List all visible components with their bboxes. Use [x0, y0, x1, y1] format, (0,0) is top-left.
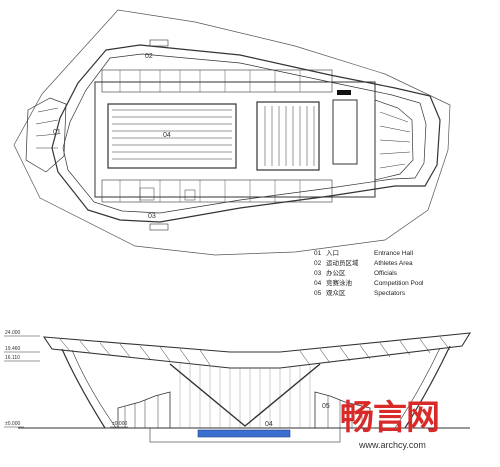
building-outline — [51, 44, 441, 223]
level-top: 24.000 — [5, 330, 21, 336]
legend-num: 04 — [314, 280, 322, 287]
legend-en: Spectators — [374, 290, 406, 297]
spectator-stand-right — [374, 99, 414, 181]
label-pool: 04 — [163, 132, 171, 139]
legend-item: 05 观众区 Spectators — [314, 289, 424, 299]
section-label-pool: 04 — [265, 421, 273, 428]
section-label-spectators: 05 — [322, 403, 330, 410]
diving-platform — [337, 90, 351, 95]
level-markers — [4, 335, 128, 428]
floor-plan — [13, 9, 451, 256]
training-pool-lanes — [264, 106, 315, 166]
legend-zh: 竞赛泳池 — [326, 280, 352, 287]
facade-right — [404, 345, 451, 429]
watermark-logo: 畅言网 — [340, 398, 440, 438]
label-entrance: 01 — [53, 129, 61, 136]
legend-item: 04 竞赛泳池 Competition Pool — [314, 279, 424, 289]
legend-en: Entrance Hall — [374, 250, 414, 257]
level-ground-left: ±0.000 — [5, 421, 20, 427]
legend-en: Competition Pool — [374, 280, 424, 287]
legend-en: Athletes Area — [374, 260, 413, 267]
legend-en: Officials — [374, 270, 397, 277]
stand-left — [117, 391, 171, 429]
legend-zh: 办公区 — [326, 270, 346, 277]
watermark-url: www.archcy.com — [359, 440, 426, 450]
legend-num: 03 — [314, 270, 322, 277]
legend: 01 入口 Entrance Hall 02 运动员区域 Athletes Area 0… — [314, 249, 424, 299]
site-boundary — [13, 9, 451, 256]
building-section — [18, 332, 472, 443]
legend-num: 02 — [314, 260, 322, 267]
level-mid2: 16.110 — [5, 355, 20, 361]
legend-item: 03 办公区 Officials — [314, 269, 424, 279]
legend-num: 01 — [314, 250, 322, 257]
diving-well — [332, 99, 358, 165]
pool-lanes — [112, 109, 232, 160]
watermark: 畅言网 www.archcy.com — [340, 398, 440, 450]
service-strip-top — [101, 69, 333, 93]
legend-zh: 入口 — [326, 250, 339, 257]
entrance-canopy — [25, 97, 67, 173]
service-strip-bottom — [101, 179, 333, 203]
competition-pool — [107, 103, 237, 169]
facade-left — [61, 348, 106, 429]
plan-labels: 01 02 04 03 — [53, 53, 171, 220]
legend-num: 05 — [314, 290, 322, 297]
structural-braces — [169, 363, 321, 427]
training-pool — [256, 101, 320, 171]
legend-item: 01 入口 Entrance Hall — [314, 249, 424, 259]
section-pool — [197, 429, 291, 438]
label-officials: 03 — [148, 213, 156, 220]
level-mid1: 19.460 — [5, 346, 21, 352]
label-athletes: 02 — [145, 53, 153, 60]
legend-item: 02 运动员区域 Athletes Area — [314, 259, 424, 269]
legend-zh: 运动员区域 — [326, 260, 359, 267]
roof-truss — [42, 332, 472, 369]
level-ground-mid: ±0.000 — [112, 421, 127, 427]
legend-zh: 观众区 — [326, 290, 346, 297]
